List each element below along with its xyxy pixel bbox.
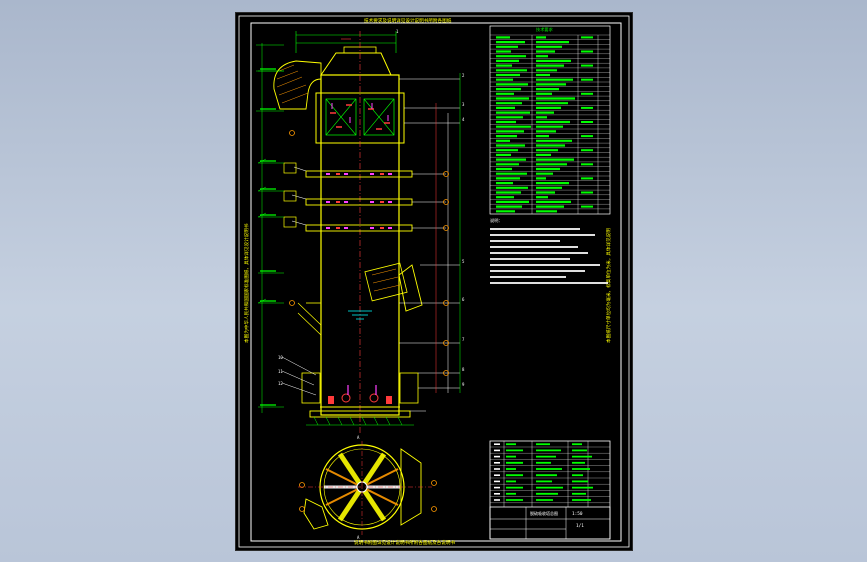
svg-text:8: 8 xyxy=(462,367,465,372)
left-leaders xyxy=(281,356,317,396)
section-mark-bottom: A xyxy=(357,535,360,540)
svg-text:1: 1 xyxy=(396,29,399,34)
svg-text:6: 6 xyxy=(462,297,465,302)
bottom-note: 说明书附图详见设计说明书所附各图纸及各说明书 xyxy=(354,539,455,546)
drawing-sheet[interactable]: 技术要求及说明详见设计说明书所附各图纸 本图为中华人民共和国国家标准图纸，具体详… xyxy=(236,13,632,550)
leader-lines xyxy=(399,73,461,412)
notes-block[interactable]: 说明： xyxy=(490,217,608,284)
side-inlet xyxy=(364,262,423,312)
plan-balloons xyxy=(299,480,437,512)
right-note: 本图纸尺寸单位均为毫米，标高单位为米，具体详见说明 xyxy=(605,228,612,343)
spray-levels xyxy=(283,162,413,232)
tower-elevation[interactable]: 1 2 3 4 5 6 7 8 9 10 11 12 xyxy=(256,29,465,433)
top-dimensions xyxy=(256,31,397,112)
tower-cone xyxy=(320,52,392,76)
plan-section[interactable]: A A xyxy=(298,435,437,540)
plan-inlet-duct xyxy=(400,448,422,526)
left-note: 本图为中华人民共和国国家标准图纸，具体详见设计说明书 xyxy=(243,223,250,343)
notes-lines xyxy=(490,228,608,284)
svg-text:9: 9 xyxy=(462,382,465,387)
plan-side-inlet xyxy=(303,498,329,530)
svg-text:10: 10 xyxy=(278,355,283,360)
svg-text:2: 2 xyxy=(462,73,465,78)
drawing-canvas: 技术要求及说明详见设计说明书所附各图纸 本图为中华人民共和国国家标准图纸，具体详… xyxy=(238,15,630,548)
inner-frame xyxy=(250,22,622,542)
parts-entries xyxy=(494,443,593,501)
svg-text:11: 11 xyxy=(278,369,283,374)
tech-table-grid xyxy=(490,34,610,214)
svg-text:4: 4 xyxy=(462,117,465,122)
parts-list[interactable] xyxy=(489,440,611,540)
drawing-sheet-no: 1/1 xyxy=(576,523,584,529)
tech-table-entries xyxy=(496,36,593,213)
duct-hatch xyxy=(276,64,309,104)
svg-text:5: 5 xyxy=(462,259,465,264)
drawing-scale: 1:50 xyxy=(572,511,583,517)
technical-table[interactable]: 技术要求 xyxy=(489,25,611,215)
svg-text:7: 7 xyxy=(462,337,465,342)
title-block[interactable]: 脱硫吸收塔总图 1:50 1/1 xyxy=(489,506,611,540)
parts-grid xyxy=(490,441,610,507)
balloon-numbers: 1 2 3 4 5 6 7 8 9 10 11 12 xyxy=(278,29,465,387)
liquid-level xyxy=(348,310,372,320)
section-mark-top: A xyxy=(357,435,360,440)
tech-table-header: 技术要求 xyxy=(536,26,554,33)
right-balloons xyxy=(289,130,449,376)
outer-frame xyxy=(238,15,630,548)
inlet-duct xyxy=(273,60,322,110)
drawing-title: 脱硫吸收塔总图 xyxy=(530,510,558,516)
left-level-labels xyxy=(260,68,276,406)
demister-elements xyxy=(325,98,395,136)
svg-text:3: 3 xyxy=(462,102,465,107)
top-note: 技术要求及说明详见设计说明书所附各图纸 xyxy=(364,17,452,24)
notes-header: 说明： xyxy=(490,217,503,224)
tower-base xyxy=(297,302,419,426)
svg-text:12: 12 xyxy=(278,381,283,386)
